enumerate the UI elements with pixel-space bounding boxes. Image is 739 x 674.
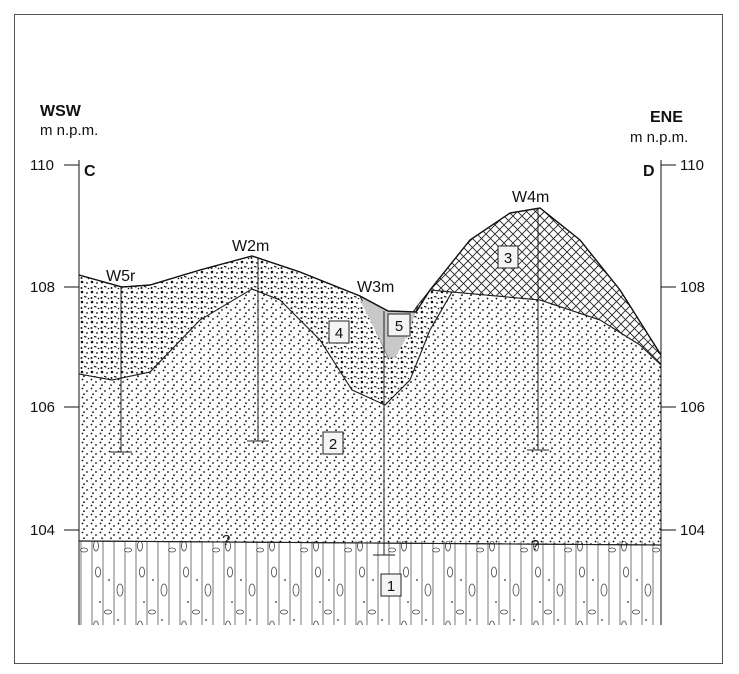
uncertain-mark-left: ?: [222, 532, 230, 549]
layer-1-box: [380, 573, 402, 597]
right-direction-label: ENE: [650, 109, 683, 126]
section-mark-c: C: [84, 163, 96, 180]
right-tick-110: 110: [680, 157, 704, 174]
layer-3-label: 3: [504, 250, 512, 267]
layer-3-box: [497, 245, 519, 269]
left-direction-label: WSW: [40, 103, 82, 120]
right-unit-label: m n.p.m.: [630, 129, 688, 146]
left-tick-104: 104: [30, 522, 55, 539]
well-w5r-label: W5r: [106, 268, 136, 285]
layer-4-box: [328, 320, 350, 344]
layer-4-label: 4: [335, 325, 343, 342]
left-elevation-axis: [64, 160, 80, 625]
layer-2-box: [322, 431, 344, 455]
right-tick-108: 108: [680, 279, 705, 296]
left-tick-110: 110: [30, 157, 54, 174]
well-w4m-label: W4m: [512, 189, 549, 206]
ground-surface-line: [78, 207, 662, 356]
right-tick-106: 106: [680, 399, 705, 416]
right-elevation-axis: [660, 160, 676, 625]
left-unit-label: m n.p.m.: [40, 122, 98, 139]
section-mark-d: D: [643, 163, 655, 180]
layer-1-area: [79, 541, 661, 625]
left-tick-106: 106: [30, 399, 55, 416]
wells: [110, 208, 549, 556]
right-tick-104: 104: [680, 522, 705, 539]
layer-5-label: 5: [395, 318, 403, 335]
layer-2-label: 2: [329, 436, 337, 453]
uncertain-mark-right: ?: [531, 537, 539, 554]
layer-labels: 1 2 3 4 5: [322, 245, 519, 597]
layer-5-box: [387, 313, 411, 337]
left-tick-108: 108: [30, 279, 55, 296]
well-w3m-label: W3m: [357, 279, 394, 296]
well-w2m-label: W2m: [232, 238, 269, 255]
layer-1-label: 1: [387, 578, 395, 595]
